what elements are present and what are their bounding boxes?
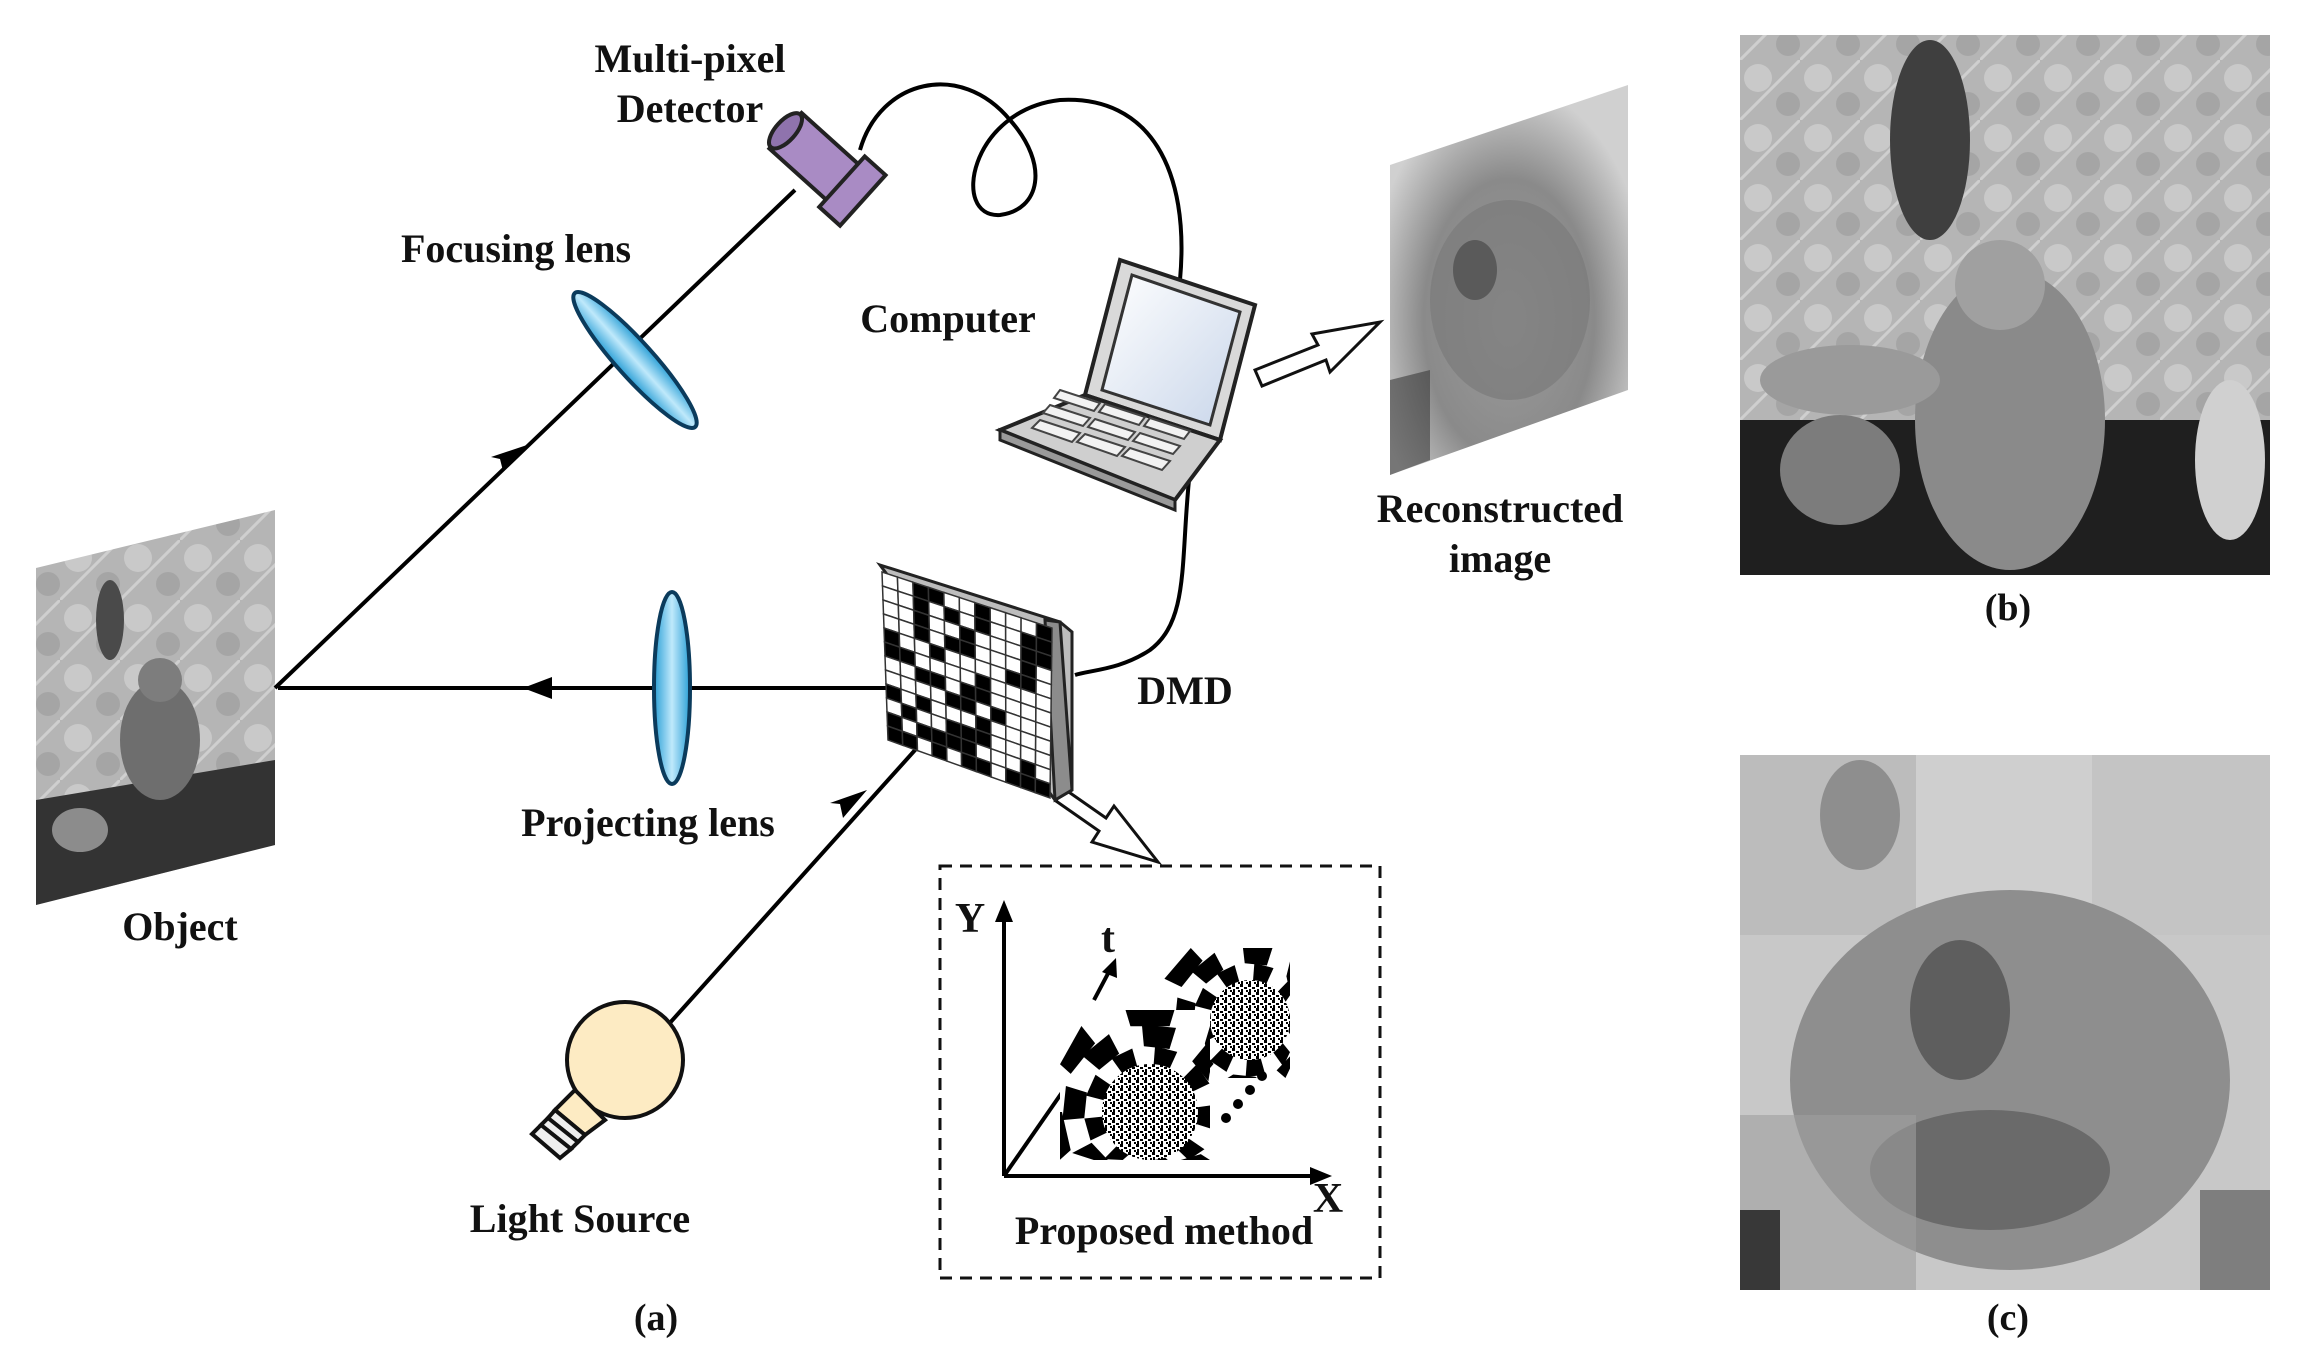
multi-pixel-detector (766, 110, 889, 229)
dmd-label: DMD (1137, 668, 1233, 713)
pattern-segment (1276, 1056, 1290, 1078)
light-path (273, 188, 962, 1027)
pattern-segment (1060, 1025, 1096, 1074)
hollow-arrow-to-method (1054, 785, 1163, 865)
dmd-mirror-grid (881, 570, 1053, 800)
pattern-segment (1216, 965, 1240, 990)
pattern-segment (1164, 948, 1203, 988)
arrowhead-left-beam (523, 677, 552, 699)
axis-x-label: X (1313, 1176, 1343, 1222)
pattern-segment (1227, 1074, 1258, 1078)
dmd (876, 562, 1074, 803)
pattern-frame-back (1160, 948, 1290, 1078)
focusing-lens (571, 290, 699, 430)
projecting-lens (652, 590, 692, 786)
image-b-original (1740, 35, 2270, 575)
projecting-lens-label: Projecting lens (521, 800, 775, 845)
proposed-method-box (938, 864, 1382, 1280)
x-axis-arrowhead (1310, 1167, 1332, 1185)
pattern-segment (1072, 1142, 1108, 1160)
y-axis-arrowhead (995, 900, 1013, 922)
axis-y-label: Y (955, 896, 985, 942)
object-label: Object (122, 904, 238, 949)
pattern-segment (1192, 1044, 1210, 1082)
light-source-bulb (529, 1000, 685, 1161)
pattern-segment (1060, 1112, 1071, 1160)
beam-arrowheads (491, 445, 867, 818)
laptop-computer (994, 257, 1258, 513)
pattern-segment (1252, 963, 1274, 986)
panel-b-label: (b) (1985, 587, 2031, 629)
arrowhead-source-beam (830, 790, 867, 818)
image-c-reconstruction (1740, 755, 2270, 1290)
pattern-segment (1125, 1010, 1175, 1027)
axis-t-label: t (1101, 916, 1115, 962)
arrowhead-up-beam (491, 445, 527, 471)
dmd-cable (1074, 469, 1192, 677)
beam-from-source (666, 698, 962, 1027)
multi-pixel-label: Multi-pixel (594, 36, 785, 81)
dmd-mirror-cell (1034, 777, 1051, 800)
beam-to-detector (273, 188, 797, 690)
cables (858, 82, 1192, 677)
image-label: image (1449, 536, 1551, 581)
panel-a-label: (a) (634, 1297, 678, 1339)
reconstructed-image (1390, 85, 1628, 475)
pattern-frame-front (1060, 1010, 1210, 1160)
pattern-segment (1242, 948, 1273, 966)
detector-cable (858, 82, 1184, 281)
pattern-segment (1194, 987, 1219, 1011)
proposed-method-label: Proposed method (1015, 1208, 1313, 1253)
object-image (36, 510, 275, 905)
t-axis-arrowhead (1102, 958, 1117, 978)
pattern-segment (1141, 1024, 1177, 1049)
computer-label: Computer (860, 296, 1036, 341)
panel-c-label: (c) (1987, 1297, 2029, 1339)
ellipsis-dots (1221, 1071, 1267, 1123)
pattern-segment (1082, 1034, 1120, 1070)
pattern-segment (1204, 1025, 1210, 1074)
focusing-lens-label: Focusing lens (401, 226, 631, 271)
pattern-segment (1191, 952, 1224, 984)
detector-label: Detector (617, 86, 764, 131)
hollow-arrow-to-reconstruction (1253, 319, 1385, 388)
reconstructed-label: Reconstructed (1377, 486, 1624, 531)
light-source-label: Light Source (470, 1196, 690, 1241)
pattern-segment (1062, 1085, 1087, 1121)
